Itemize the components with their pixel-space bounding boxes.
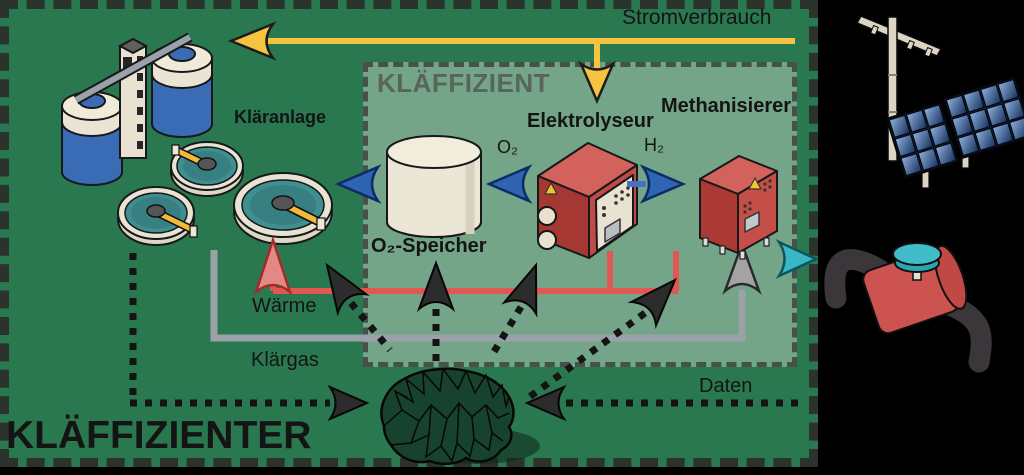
stromverbrauch-label: Stromverbrauch [622,6,772,29]
waerme-label: Wärme [252,295,317,317]
power-pole-solar-panel-icon [855,15,1024,189]
klaeranlage-label: Kläranlage [234,107,327,127]
diagram-title: KLÄFFIZIENTER [6,414,312,457]
klaergas-label: Klärgas [251,349,319,371]
gas-pipe-valve-icon [824,242,992,373]
h2-flow-label: H₂ [644,135,664,155]
o2-speicher-label: O₂-Speicher [371,235,487,257]
klaeffizient-box-label: KLÄFFIZIENT [377,68,551,98]
o2-flow-label: O₂ [497,137,518,157]
elektrolyseur-label: Elektrolyseur [527,110,654,132]
methanisierer-label: Methanisierer [661,95,792,117]
daten-label: Daten [699,375,753,397]
